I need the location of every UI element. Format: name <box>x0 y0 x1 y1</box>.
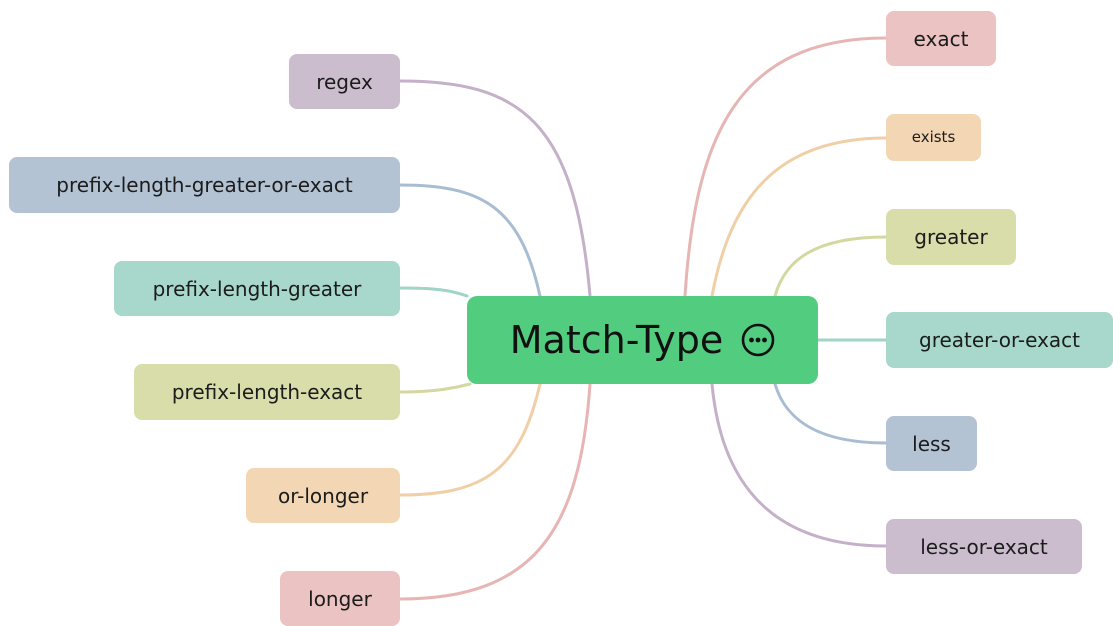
topic-less-or-exact[interactable]: less-or-exact <box>886 519 1082 574</box>
connector-longer <box>398 382 592 601</box>
central-topic[interactable]: Match-Type <box>467 296 818 384</box>
connector-less-or-exact <box>710 382 888 548</box>
topic-greater[interactable]: greater <box>886 209 1016 265</box>
central-topic-label: Match-Type <box>509 318 724 362</box>
topic-exists[interactable]: exists <box>886 114 981 161</box>
connector-prefix-length-greater <box>398 286 469 298</box>
connector-less <box>773 382 888 445</box>
connector-prefix-length-exact <box>398 382 472 394</box>
topic-exact[interactable]: exact <box>886 11 996 66</box>
topic-prefix-length-exact[interactable]: prefix-length-exact <box>134 364 400 420</box>
topic-prefix-length-greater[interactable]: prefix-length-greater <box>114 261 400 316</box>
connector-or-longer <box>398 382 542 497</box>
topic-greater-or-exact[interactable]: greater-or-exact <box>886 312 1113 368</box>
connector-exact <box>683 36 888 298</box>
topic-less[interactable]: less <box>886 416 977 471</box>
connector-exists <box>710 136 888 298</box>
topic-longer[interactable]: longer <box>280 571 400 626</box>
connector-regex <box>398 79 592 298</box>
topic-regex[interactable]: regex <box>289 54 400 109</box>
topic-or-longer[interactable]: or-longer <box>246 468 400 523</box>
topic-prefix-length-greater-or-exact[interactable]: prefix-length-greater-or-exact <box>9 157 400 213</box>
connector-prefix-length-greater-or-exact <box>398 183 542 298</box>
more-options-icon[interactable] <box>741 323 775 357</box>
connector-greater <box>773 235 888 298</box>
